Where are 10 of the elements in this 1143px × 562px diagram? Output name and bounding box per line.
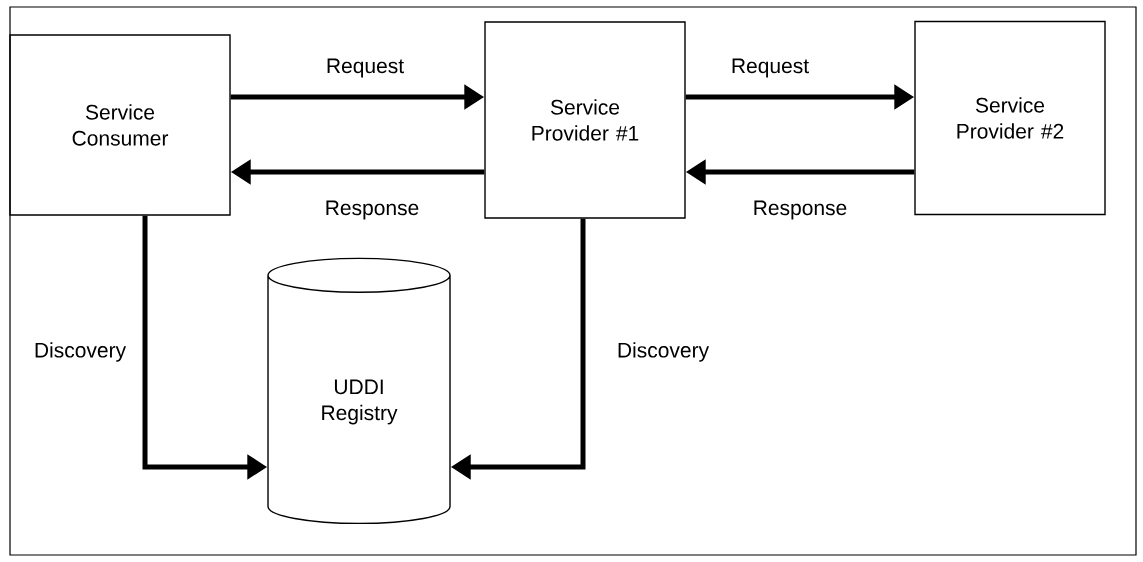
edge-label: Response <box>750 198 850 222</box>
edge-label: Discovery <box>614 340 712 364</box>
edge-label: Response <box>322 198 422 222</box>
edge-label: Request <box>323 56 407 80</box>
database-cylinder: UDDI Registry <box>267 257 451 525</box>
process-box: Service Provider #2 <box>914 20 1106 216</box>
edge-label: Discovery <box>31 340 129 364</box>
process-box: Service Provider #1 <box>484 21 686 219</box>
edge-label: Request <box>728 56 812 80</box>
process-box: Service Consumer <box>9 34 231 216</box>
